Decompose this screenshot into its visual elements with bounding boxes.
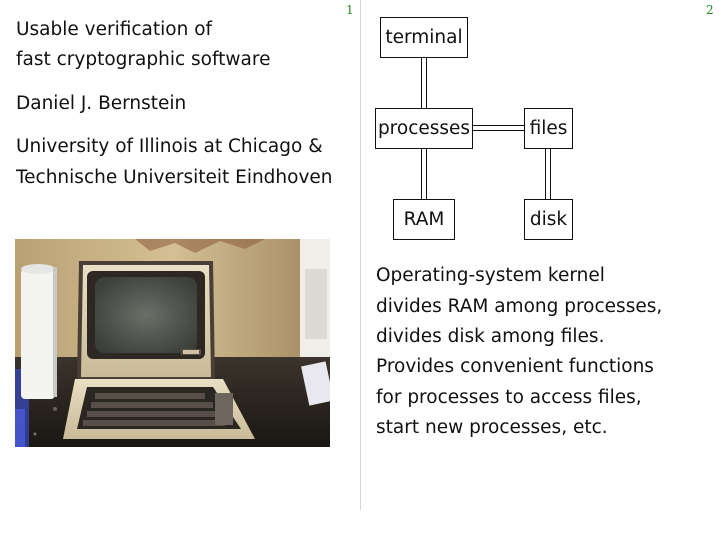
connector-processes-ram [421, 148, 422, 200]
node-processes: processes [375, 108, 473, 149]
page-divider [360, 0, 361, 510]
affiliation-line-1: University of Illinois at Chicago & [16, 136, 323, 157]
page-number-right: 2 [706, 3, 714, 17]
page-number-left: 1 [346, 3, 354, 17]
node-ram: RAM [393, 199, 455, 240]
body-line-6: start new processes, etc. [376, 417, 608, 438]
title-line-2: fast cryptographic software [16, 49, 271, 70]
connector-processes-files-2 [472, 130, 525, 131]
node-terminal: terminal [380, 17, 468, 58]
node-files: files [524, 108, 573, 149]
node-disk: disk [524, 199, 573, 240]
body-line-3: divides disk among files. [376, 326, 605, 347]
author-name: Daniel J. Bernstein [16, 93, 187, 114]
body-line-2: divides RAM among processes, [376, 296, 663, 317]
affiliation-line-2: Technische Universiteit Eindhoven [16, 167, 333, 188]
connector-files-disk [545, 148, 546, 200]
connector-terminal-processes-2 [426, 57, 427, 109]
body-line-4: Provides convenient functions [376, 356, 654, 377]
connector-processes-ram-2 [426, 148, 427, 200]
connector-processes-files [472, 125, 525, 126]
terminal-photo [15, 239, 330, 447]
connector-terminal-processes [421, 57, 422, 109]
body-line-1: Operating-system kernel [376, 265, 605, 286]
title-line-1: Usable verification of [16, 19, 213, 40]
connector-files-disk-2 [550, 148, 551, 200]
body-line-5: for processes to access files, [376, 387, 642, 408]
